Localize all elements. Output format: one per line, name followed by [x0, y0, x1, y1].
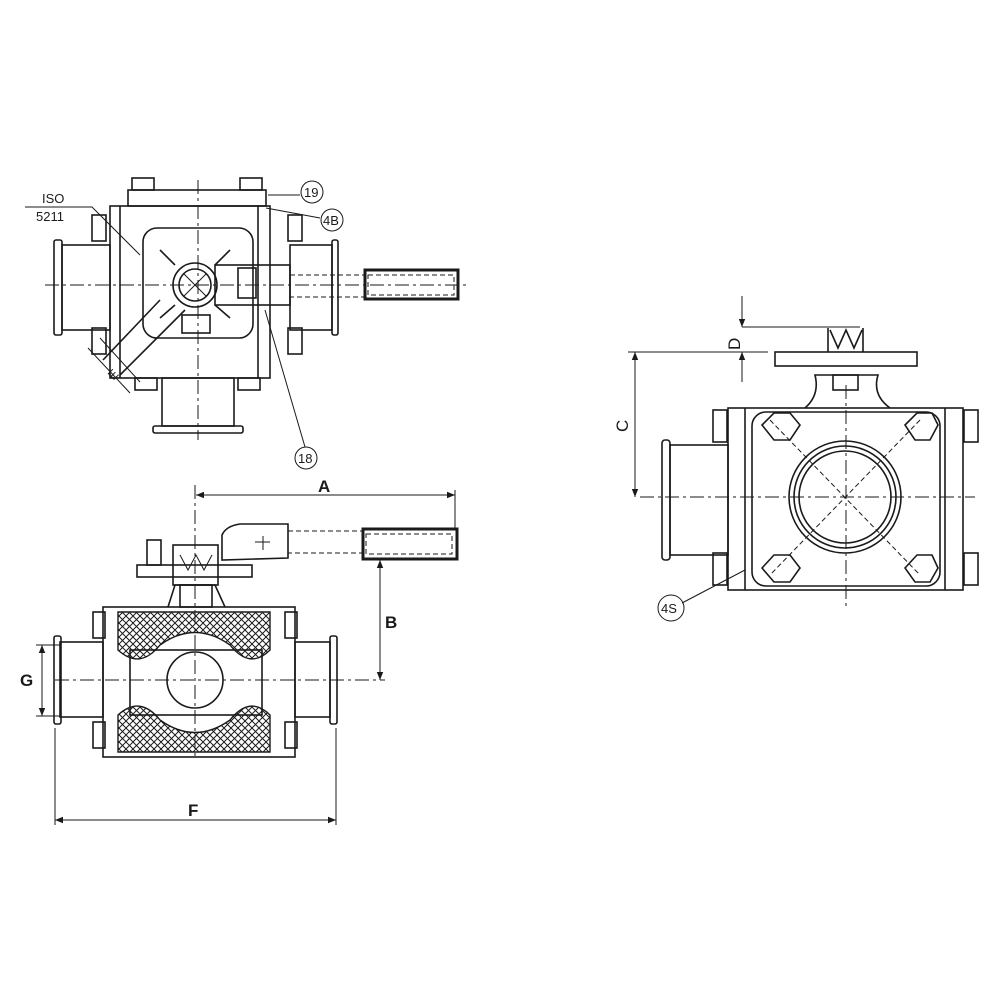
callout-4s: 4S [661, 601, 677, 616]
dim-b-label: B [385, 613, 397, 632]
side-view: C D 4S [613, 296, 979, 622]
callout-19: 19 [304, 185, 318, 200]
top-view: E ISO 5211 19 4B 18 [25, 177, 470, 470]
dim-g-label: G [20, 671, 33, 690]
callout-18: 18 [298, 451, 312, 466]
front-view: A B G F [20, 477, 459, 825]
dim-d-label: D [725, 338, 744, 350]
iso-label: ISO [42, 191, 64, 206]
dim-f-label: F [188, 801, 198, 820]
iso-number-label: 5211 [36, 209, 64, 224]
dim-c-label: C [613, 420, 632, 432]
dim-a-label: A [318, 477, 330, 496]
callout-4b: 4B [323, 213, 339, 228]
